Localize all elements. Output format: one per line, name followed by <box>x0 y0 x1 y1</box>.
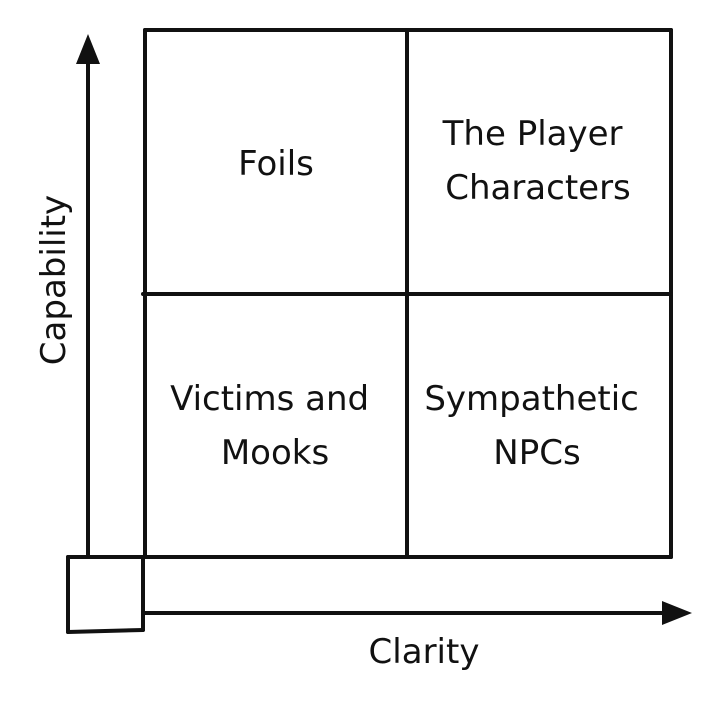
grid <box>66 28 673 559</box>
y-axis-arrowhead <box>76 34 100 64</box>
quadrant-label-top-left: Foils <box>238 144 314 184</box>
x-axis-arrowhead <box>662 601 692 625</box>
quadrant-label-bottom-right: Sympathetic NPCs <box>424 379 649 473</box>
y-axis-label: Capability <box>34 195 74 365</box>
quadrant-label-top-right: The Player Characters <box>442 114 634 208</box>
quadrant-label-bottom-left: Victims and Mooks <box>170 379 380 473</box>
x-axis-label: Clarity <box>369 632 480 672</box>
origin-box <box>66 555 145 634</box>
x-axis-arrow <box>141 601 692 625</box>
y-axis-arrow <box>76 34 100 557</box>
